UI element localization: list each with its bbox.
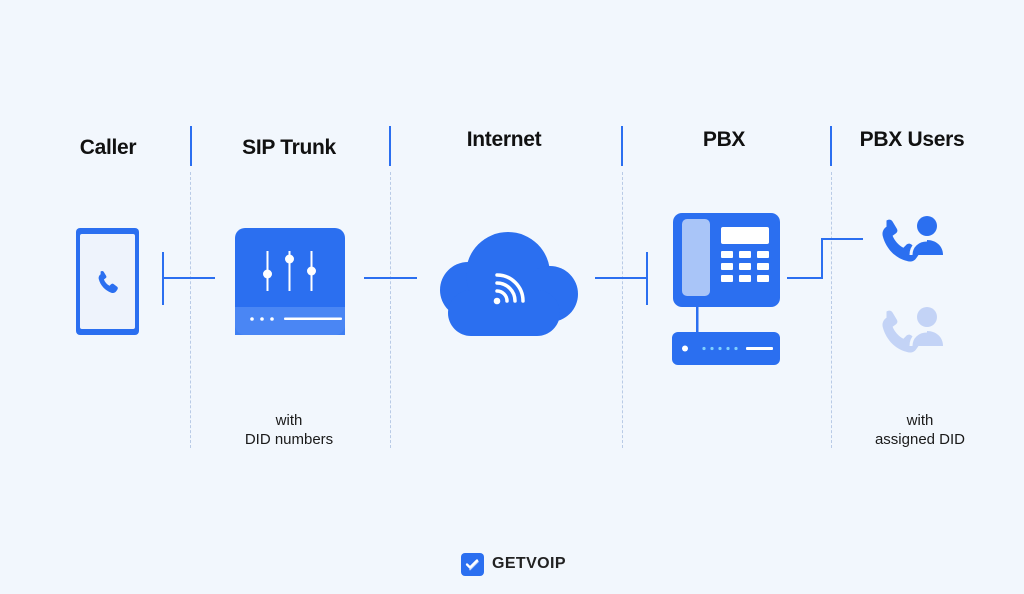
caption-pbx-users: with assigned DID (850, 411, 990, 449)
separator-4-solid (830, 126, 832, 166)
caption-pbx-users-line2: assigned DID (874, 431, 966, 448)
user-phone-faded-icon (882, 307, 943, 353)
connector-pbx-end-cap (646, 252, 648, 305)
smartphone-icon (76, 228, 139, 335)
connector-pbx-users-v (821, 238, 823, 279)
caption-sip-trunk-line2: DID numbers (244, 431, 334, 448)
header-pbx: PBX (702, 128, 746, 151)
connector-sip-internet (364, 277, 417, 279)
connector-pbx-users-h1 (787, 277, 823, 279)
sip-trunk-device-icon (235, 228, 345, 335)
caption-sip-trunk-line1: with (275, 412, 303, 429)
cloud-wifi-icon (440, 232, 578, 336)
separator-2-solid (389, 126, 391, 166)
brand-check-icon (461, 552, 484, 576)
brand-logo: GETVOIP (461, 551, 566, 577)
separator-1-solid (190, 126, 192, 166)
caption-sip-trunk: with DID numbers (222, 411, 356, 449)
separator-3-solid (621, 126, 623, 166)
header-internet: Internet (466, 128, 542, 151)
brand-name: GETVOIP (492, 555, 566, 572)
separator-2-dashed (390, 172, 391, 448)
separator-4-dashed (831, 172, 832, 448)
desk-phone-icon (673, 213, 780, 307)
connector-pbx-users-h2 (821, 238, 863, 240)
header-sip-trunk: SIP Trunk (242, 136, 336, 159)
user-phone-icon (882, 216, 943, 262)
connector-caller-sip (163, 277, 215, 279)
header-pbx-users: PBX Users (859, 128, 965, 151)
connector-internet-pbx (595, 277, 647, 279)
router-icon (672, 305, 780, 365)
separator-1-dashed (190, 172, 191, 448)
separator-3-dashed (622, 172, 623, 448)
header-caller: Caller (79, 136, 137, 159)
caption-pbx-users-line1: with (906, 412, 934, 429)
